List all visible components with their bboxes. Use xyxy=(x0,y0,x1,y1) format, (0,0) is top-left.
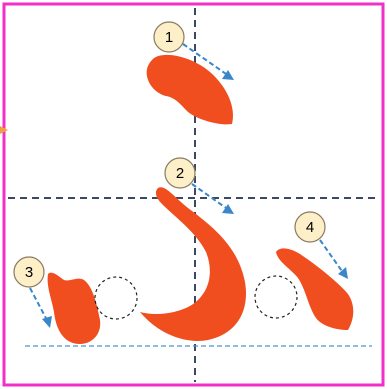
arrowhead-icon xyxy=(42,316,52,328)
dashed-arrow-icon xyxy=(30,288,48,322)
badge-number: 1 xyxy=(165,29,173,46)
dashed-circle-icon xyxy=(255,276,297,318)
badge-2: 2 xyxy=(165,158,195,188)
badge-number: 2 xyxy=(176,165,184,182)
badge-4: 4 xyxy=(295,212,325,242)
stroke-4-right-dot xyxy=(276,248,353,330)
stroke-3-left-dot xyxy=(48,273,101,344)
dashed-circle-icon xyxy=(95,277,137,319)
arrowhead-icon xyxy=(222,204,234,214)
badge-number: 4 xyxy=(306,219,314,236)
dashed-arrow-icon xyxy=(192,184,229,210)
stroke-1-dot xyxy=(147,55,233,125)
badge-number: 3 xyxy=(25,264,33,281)
dashed-arrow-icon xyxy=(320,240,344,274)
badge-3: 3 xyxy=(14,257,44,287)
badge-1: 1 xyxy=(154,22,184,52)
